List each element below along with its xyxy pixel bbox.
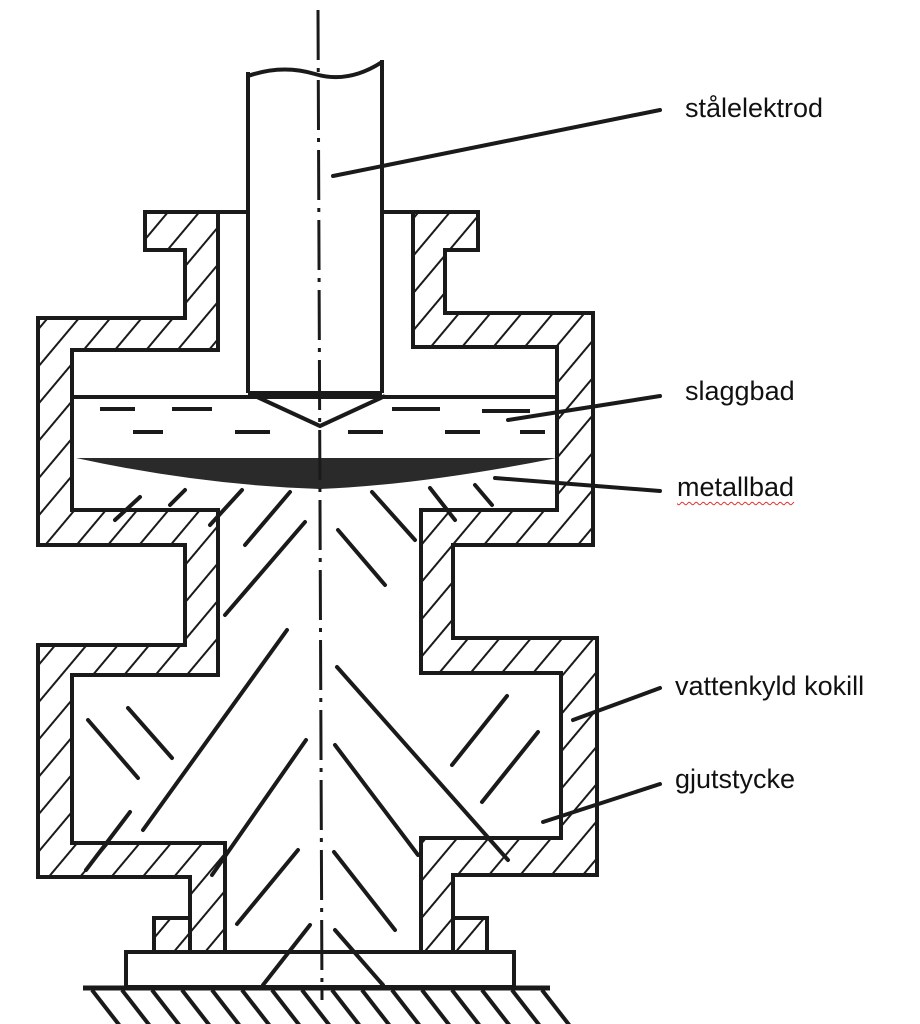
ground-hatch-line [450, 988, 481, 1024]
label-metal-bath: metallbad [677, 472, 795, 502]
centerline [316, 9, 324, 1001]
metal-bath [76, 458, 557, 489]
base-plate [124, 950, 516, 989]
ground-hatch-line [510, 988, 541, 1024]
step-block-right [451, 916, 489, 954]
ground-hatch-line [390, 988, 421, 1024]
leader-lines [331, 108, 662, 824]
ground-hatch-line [150, 988, 181, 1024]
ground-hatch-line [90, 988, 121, 1024]
mold-left-wall [36, 210, 227, 954]
electrode [246, 60, 386, 429]
casting-grain-lines [84, 483, 540, 987]
mold-right-wall [411, 210, 599, 954]
ground-hatch-line [360, 988, 391, 1024]
ground-hatch-line [330, 988, 361, 1024]
ground-hatch-line [300, 988, 331, 1024]
label-water-cooled-mold: vattenkyld kokill [675, 671, 865, 701]
label-casting: gjutstycke [675, 764, 796, 794]
ground-hatch [90, 988, 571, 1024]
ground-hatch-line [210, 988, 241, 1024]
ground-hatch-line [270, 988, 301, 1024]
ground-hatch-line [120, 988, 151, 1024]
slag-dashes [100, 407, 545, 434]
step-block-left [152, 916, 192, 954]
ground-hatch-line [480, 988, 511, 1024]
ground-hatch-line [540, 988, 571, 1024]
ground-hatch-line [180, 988, 211, 1024]
label-electrode: stålelektrod [685, 93, 824, 123]
ground-hatch-line [240, 988, 271, 1024]
label-slag-bath: slaggbad [685, 376, 795, 406]
ground-hatch-line [420, 988, 451, 1024]
